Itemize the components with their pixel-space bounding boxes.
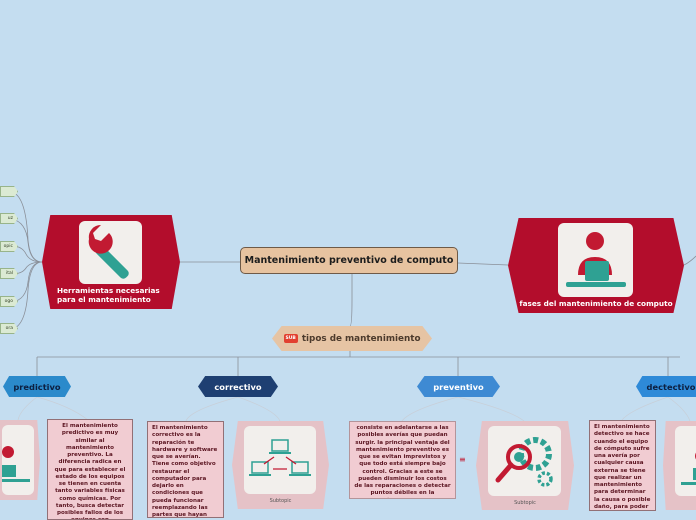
notes-list-icon[interactable]: ≡ xyxy=(459,455,466,464)
topic-fases-label: fases del mantenimiento de computo xyxy=(519,299,673,308)
person-at-computer-icon xyxy=(675,426,696,496)
leaf-6[interactable]: ora xyxy=(0,323,18,334)
predictivo-image-node[interactable] xyxy=(0,420,40,500)
leaf-1[interactable] xyxy=(0,186,18,197)
branch-preventivo[interactable]: preventivo xyxy=(417,376,500,397)
branch-preventivo-label: preventivo xyxy=(433,381,484,392)
network-icon xyxy=(244,426,316,494)
correctivo-image-node[interactable]: Subtopic xyxy=(232,421,329,509)
leaf-5[interactable]: ogo xyxy=(0,296,18,307)
branch-predictivo-label: predictivo xyxy=(13,381,61,392)
note-correctivo: El mantenimiento correctivo es la repara… xyxy=(147,421,224,518)
topic-fases[interactable]: fases del mantenimiento de computo xyxy=(508,218,684,313)
branch-dectectivo[interactable]: dectectivo xyxy=(636,376,696,397)
branch-correctivo[interactable]: correctivo xyxy=(198,376,278,397)
gear-search-icon xyxy=(488,426,561,496)
subtopic-tipos[interactable]: SUB tipos de mantenimiento xyxy=(272,326,432,351)
leaf-4[interactable]: ital xyxy=(0,268,18,279)
central-topic[interactable]: Mantenimiento preventivo de computo xyxy=(240,247,458,274)
note-preventivo: consiste en adelantarse a las posibles a… xyxy=(349,421,456,499)
branch-predictivo[interactable]: predictivo xyxy=(3,376,71,397)
subtopic-tag-icon: SUB xyxy=(283,334,298,343)
subtopic-tipos-label: tipos de mantenimiento xyxy=(301,333,421,344)
wrench-icon xyxy=(79,221,142,284)
leaf-2[interactable]: uz xyxy=(0,213,18,224)
note-predictivo: El mantenimiento predictivo es muy simil… xyxy=(47,419,133,520)
subtopic-caption: Subtopic xyxy=(514,500,536,506)
person-at-computer-icon xyxy=(2,425,34,495)
topic-herramientas[interactable]: Herramientas necesarias para el mantenim… xyxy=(42,215,180,309)
dectectivo-image-node[interactable] xyxy=(663,421,696,510)
leaf-3[interactable]: opic xyxy=(0,241,18,252)
preventivo-image-node[interactable]: Subtopic xyxy=(476,421,574,510)
branch-dectectivo-label: dectectivo xyxy=(646,381,696,392)
note-dectectivo: El mantenimiento detectivo se hace cuand… xyxy=(589,420,656,511)
subtopic-caption: Subtopic xyxy=(269,498,292,504)
topic-herramientas-label: Herramientas necesarias para el mantenim… xyxy=(57,286,160,304)
person-at-computer-icon xyxy=(558,223,633,297)
branch-correctivo-label: correctivo xyxy=(214,381,262,392)
central-topic-label: Mantenimiento preventivo de computo xyxy=(244,255,454,266)
